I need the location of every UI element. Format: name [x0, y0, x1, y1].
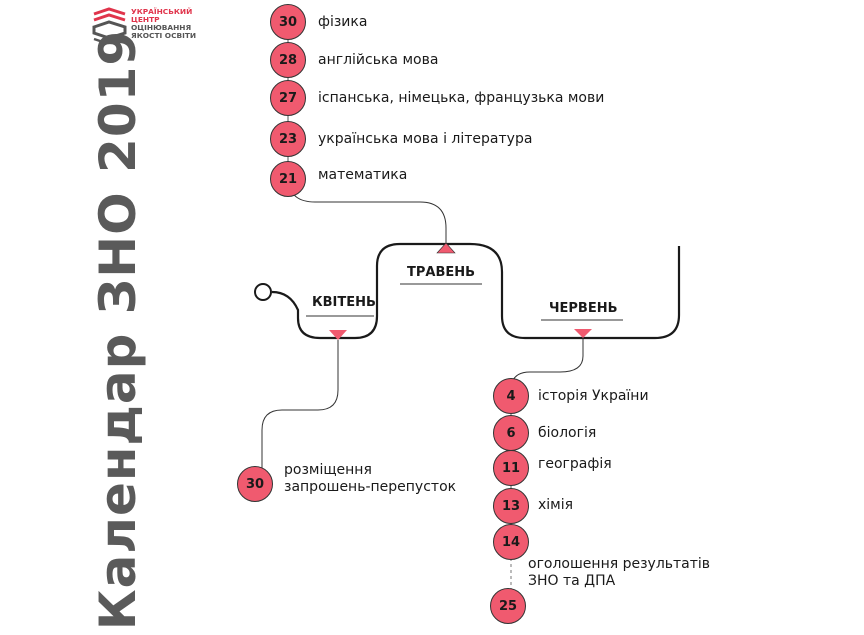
may-event-label: англійська мова [318, 52, 439, 68]
page-title: Календар ЗНО 2019 [89, 29, 147, 631]
june-event-label: біологія [538, 425, 597, 441]
results-note-line-1: оголошення результатів [528, 556, 711, 572]
june-day-13: 13 [493, 488, 529, 524]
logo-text: УКРАЇНСЬКИЙ ЦЕНТР ОЦІНЮВАННЯ ЯКОСТІ ОСВІ… [131, 8, 196, 40]
april-day-30: 30 [237, 466, 273, 502]
month-june: ЧЕРВЕНЬ [549, 301, 618, 316]
june-event-label: історія України [538, 388, 649, 404]
may-day-21: 21 [270, 161, 306, 197]
april-branch-line [261, 340, 339, 468]
june-event-label: географія [538, 456, 612, 472]
main-timeline [271, 242, 681, 340]
may-event-label: математика [318, 167, 408, 183]
june-day-4: 4 [493, 378, 529, 414]
april-triangle-marker [329, 330, 347, 340]
may-day-27: 27 [270, 80, 306, 116]
june-day-14: 14 [493, 524, 529, 560]
june-day-25: 25 [490, 588, 526, 624]
may-branch-line [287, 179, 447, 244]
results-note-line-2: ЗНО та ДПА [528, 573, 616, 589]
june-event-label: хімія [538, 497, 574, 513]
may-event-label: іспанська, німецька, французька мови [318, 90, 605, 106]
may-triangle-marker [436, 242, 456, 254]
month-may: ТРАВЕНЬ [407, 265, 476, 280]
logo-line-1: УКРАЇНСЬКИЙ [131, 7, 193, 16]
logo-line-2: ЦЕНТР [131, 15, 160, 24]
may-event-label: фізика [318, 14, 368, 30]
logo-line-4: ЯКОСТІ ОСВІТИ [131, 31, 197, 40]
ucoe-logo: УКРАЇНСЬКИЙ ЦЕНТР ОЦІНЮВАННЯ ЯКОСТІ ОСВІ… [92, 6, 207, 46]
timeline-start-circle [254, 283, 272, 301]
month-april: КВІТЕНЬ [312, 295, 376, 310]
logo-line-3: ОЦІНЮВАННЯ [131, 23, 192, 32]
may-day-28: 28 [270, 42, 306, 78]
book-stack-icon [92, 7, 127, 44]
june-triangle-marker [574, 329, 592, 338]
may-event-label: українська мова і література [318, 131, 533, 147]
may-day-30: 30 [270, 4, 306, 40]
june-day-6: 6 [493, 415, 529, 451]
may-day-23: 23 [270, 121, 306, 157]
april-event-label-line-1: розміщення [284, 462, 372, 478]
april-event-label-line-2: запрошень-перепусток [284, 479, 457, 495]
june-day-11: 11 [493, 450, 529, 486]
